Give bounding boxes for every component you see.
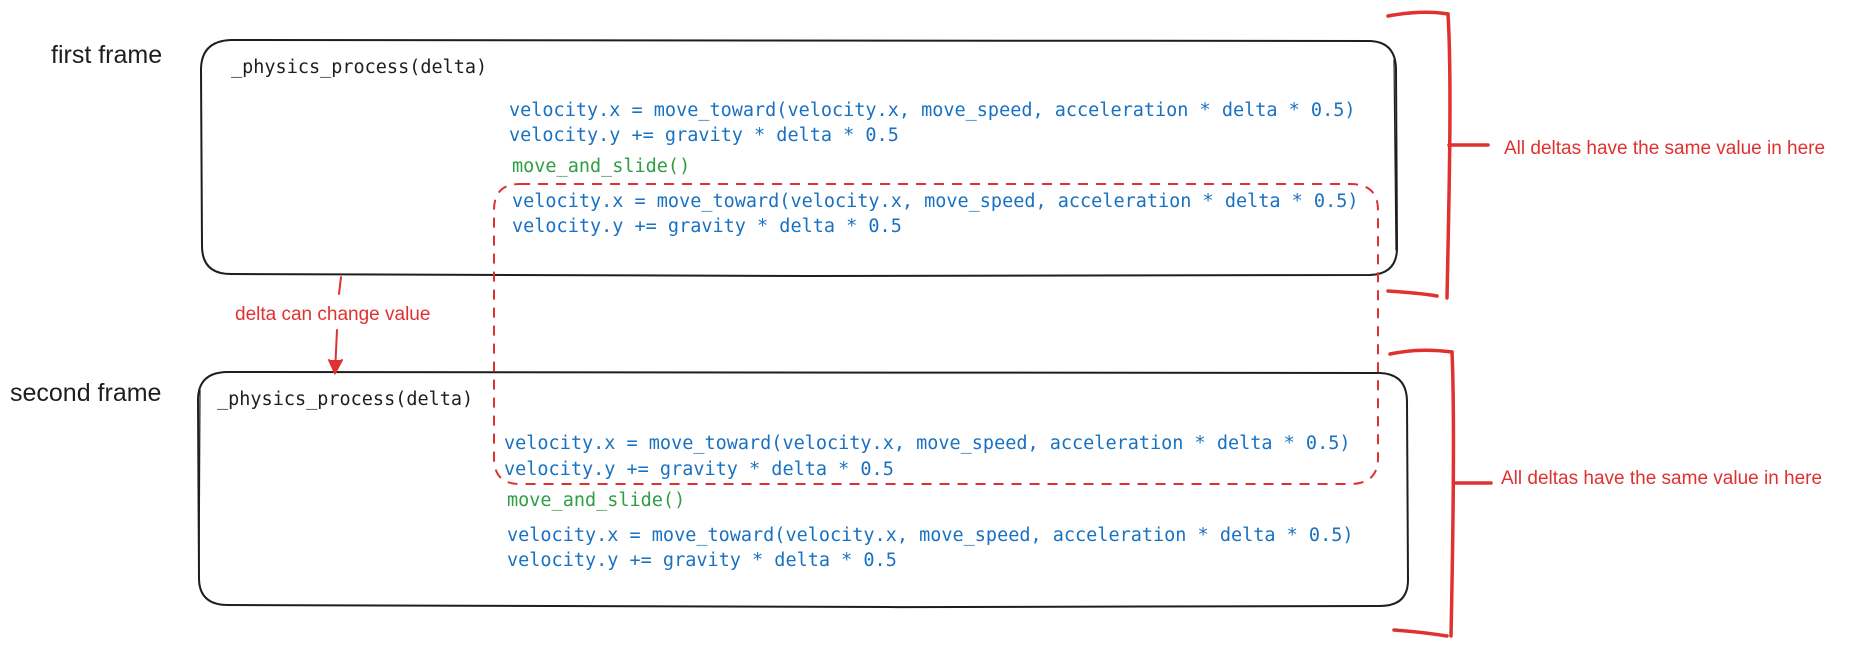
second-frame-move-and-slide: move_and_slide() (507, 490, 686, 511)
second-frame-line-2: velocity.y += gravity * delta * 0.5 (504, 459, 894, 480)
second-frame-line-4: velocity.y += gravity * delta * 0.5 (507, 550, 897, 571)
first-frame-line-4: velocity.y += gravity * delta * 0.5 (512, 216, 902, 237)
second-frame-line-1: velocity.x = move_toward(velocity.x, mov… (504, 433, 1351, 454)
same-value-note-bottom: All deltas have the same value in here (1501, 468, 1823, 489)
same-value-note-top: All deltas have the same value in here (1504, 138, 1826, 159)
first-frame-line-1: velocity.x = move_toward(velocity.x, mov… (509, 100, 1356, 121)
second-frame-title: second frame (10, 379, 162, 407)
second-frame-function-signature: _physics_process(delta) (217, 389, 474, 410)
delta-change-arrow (328, 276, 343, 376)
bracket-top (1386, 10, 1490, 300)
delta-change-note: delta can change value (235, 304, 431, 325)
bracket-bottom (1388, 348, 1493, 638)
second-frame-line-3: velocity.x = move_toward(velocity.x, mov… (507, 525, 1354, 546)
first-frame-line-2: velocity.y += gravity * delta * 0.5 (509, 125, 899, 146)
first-frame-line-3: velocity.x = move_toward(velocity.x, mov… (512, 191, 1359, 212)
same-delta-dashed-region (493, 183, 1379, 485)
first-frame-move-and-slide: move_and_slide() (512, 156, 691, 177)
first-frame-title: first frame (51, 41, 163, 69)
first-frame-function-signature: _physics_process(delta) (231, 57, 488, 78)
